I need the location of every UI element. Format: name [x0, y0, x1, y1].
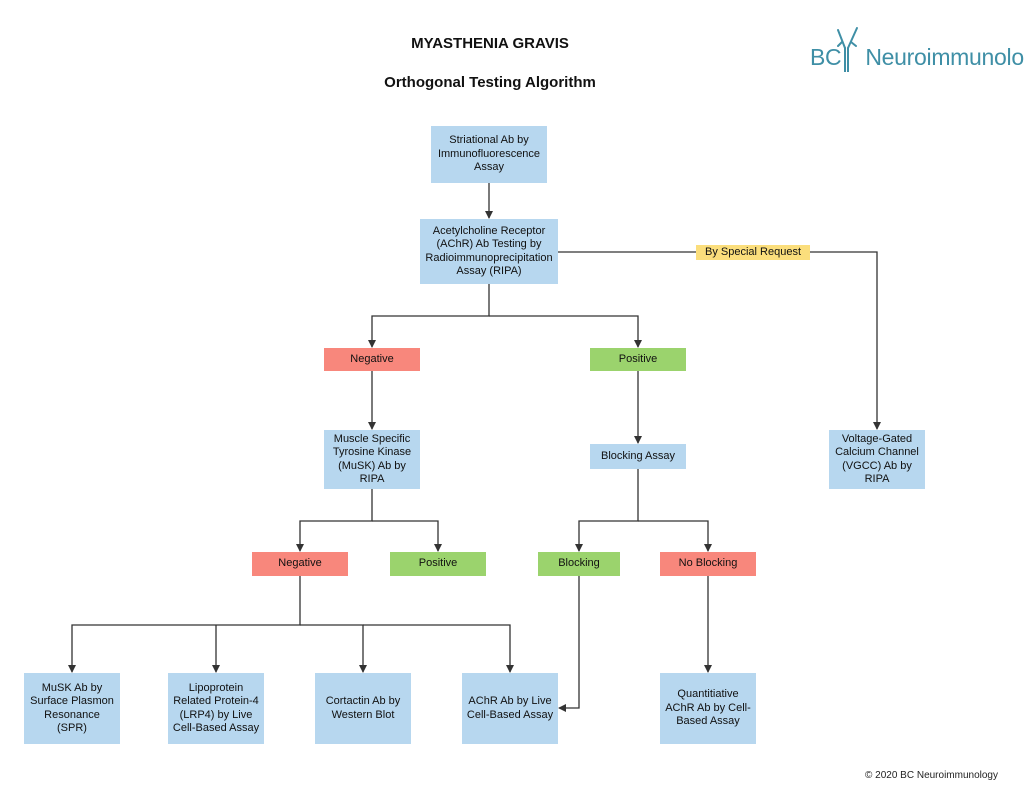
bc-neuroimmunology-logo: BC Neuroimmunology: [810, 24, 1024, 80]
node-cortactin-western-blot: Cortactin Ab by Western Blot: [315, 673, 411, 744]
node-quantitative-achr-cba: Quantitiative AChR Ab by Cell-Based Assa…: [660, 673, 756, 744]
node-vgcc-ripa: Voltage-Gated Calcium Channel (VGCC) Ab …: [829, 430, 925, 489]
page-title: MYASTHENIA GRAVIS: [411, 35, 569, 52]
label-negative-achr: Negative: [324, 348, 420, 371]
node-achr-live-cba: AChR Ab by Live Cell-Based Assay: [462, 673, 558, 744]
edge-negative-to-cortactin: [300, 624, 367, 673]
label-positive-musk: Positive: [390, 552, 486, 576]
edge-negative-to-musk-spr: [68, 576, 301, 673]
label-positive-achr: Positive: [590, 348, 686, 371]
edge-blocking-assay-to-blocking: [575, 469, 639, 552]
label-special-request: By Special Request: [696, 245, 810, 260]
node-achr-ripa: Acetylcholine Receptor (AChR) Ab Testing…: [420, 219, 558, 284]
node-blocking-assay: Blocking Assay: [590, 444, 686, 469]
logo-text: BC Neuroimmunology: [810, 44, 1024, 71]
edge-negative-to-achr-cba: [363, 624, 514, 673]
edge-blocking-assay-to-no-blocking: [638, 520, 712, 552]
page-subtitle: Orthogonal Testing Algorithm: [384, 74, 596, 91]
edge-musk-to-positive: [372, 520, 442, 552]
edge-achr-to-positive: [489, 315, 642, 348]
node-lrp4-cba: Lipoprotein Related Protein-4 (LRP4) by …: [168, 673, 264, 744]
node-striational-ab: Striational Ab by Immunofluorescence Ass…: [431, 126, 547, 183]
edge-musk-to-negative: [296, 489, 373, 552]
edge-achr-to-negative: [368, 284, 490, 348]
edge-blocking-to-achr-cba: [558, 576, 580, 712]
node-musk-ripa: Muscle Specific Tyrosine Kinase (MuSK) A…: [324, 430, 420, 489]
logo-name: Neuroimmunology: [865, 44, 1024, 70]
node-musk-spr: MuSK Ab by Surface Plasmon Resonance (SP…: [24, 673, 120, 744]
label-no-blocking: No Blocking: [660, 552, 756, 576]
y-antibody-icon: [837, 27, 858, 72]
logo-bc: BC: [810, 44, 842, 70]
copyright-notice: © 2020 BC Neuroimmunology: [865, 770, 998, 781]
label-negative-musk: Negative: [252, 552, 348, 576]
edge-achr-to-vgcc: [558, 251, 881, 430]
label-blocking: Blocking: [538, 552, 620, 576]
